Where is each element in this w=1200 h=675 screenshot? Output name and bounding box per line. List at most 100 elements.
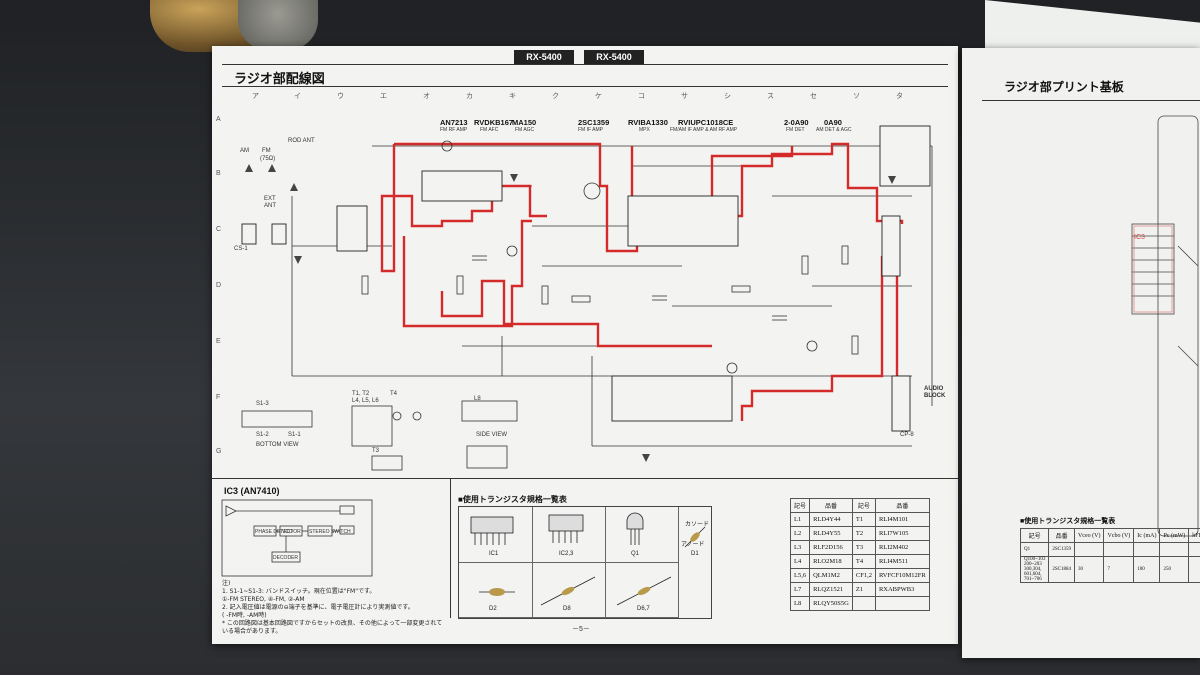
table-cell: RLI2M402 — [874, 540, 930, 555]
grid-col: シ — [724, 93, 731, 100]
table-header: Pc (mW) — [1159, 528, 1190, 543]
table-cell: RLD4Y55 — [809, 526, 853, 541]
outline-label: D6,7 — [637, 606, 650, 612]
table-cell — [1159, 542, 1190, 557]
table-cell: RVFCF10M12FR — [874, 568, 930, 583]
s1-3-label: S1-3 — [256, 401, 269, 407]
table-cell: RLI7W105 — [874, 526, 930, 541]
part-function: FM AFC — [480, 127, 499, 133]
outline-label: D8 — [563, 606, 571, 612]
table-cell: L8 — [789, 596, 811, 611]
table-header-row: 記号 品番 Vceo (V) Vcbo (V) Ic (mA) Pc (mW) … — [1019, 528, 1200, 543]
ic3-block-diagram — [221, 499, 373, 577]
table-cell: Q100~103 200~203 300,304, 601,604, 701~7… — [1019, 556, 1050, 583]
outline-cell — [605, 562, 679, 618]
pcb-title-rule — [982, 100, 1200, 101]
grid-col: キ — [509, 93, 516, 100]
grid-col: ウ — [337, 93, 344, 100]
table-cell: T1 — [851, 512, 876, 527]
ic3-block-label: STEREO SWITCH — [309, 529, 351, 535]
grid-row: A — [216, 116, 221, 123]
table-header: 記号 — [851, 498, 876, 513]
note-line: 1. S1-1~S1-3: バンドスイッチ。現在位置は"FM"です。 — [222, 588, 376, 595]
outline-label: IC2,3 — [559, 551, 574, 557]
outline-label: IC1 — [489, 551, 499, 557]
part-model: MA150 — [512, 118, 537, 127]
table-row: L8 RLQY50S5G — [789, 596, 930, 611]
side-view-label: SIDE VIEW — [476, 432, 508, 438]
part-model: RVDKB167 — [474, 118, 514, 127]
grid-row: D — [216, 282, 222, 289]
table-cell — [1188, 556, 1200, 583]
ic3-block-label: PHASE DETECTOR — [255, 529, 301, 535]
table-cell: QLM1M2 — [809, 568, 853, 583]
note-line: * この回路図は基本回路図ですからセットの改良、その他によって一部変更されている… — [222, 620, 443, 635]
grid-row: B — [216, 170, 221, 177]
table-header-row: 記号 品番 記号 品番 — [789, 498, 930, 513]
grid-col: セ — [810, 93, 817, 100]
coil-part-table: 記号 品番 記号 品番 L1 RLD4Y44 T1 RLI4M101 L2 RL… — [789, 498, 930, 611]
table-cell: RLQZ1521 — [809, 582, 853, 597]
table-header: 記号 — [1019, 528, 1050, 543]
table-cell — [1133, 542, 1161, 557]
cs1-label: CS-1 — [234, 246, 248, 252]
part-model: AN7213 — [440, 118, 468, 127]
grid-row: F — [216, 394, 221, 401]
table-header: 品番 — [1048, 528, 1075, 543]
table-header: Vceo (V) — [1073, 528, 1105, 543]
table-cell: 100 — [1133, 556, 1161, 583]
fm-impedance-label: (75Ω) — [260, 156, 276, 162]
grid-col: カ — [466, 93, 473, 100]
ic3-block-label: VCO — [282, 529, 293, 535]
table-row: L1 RLD4Y44 T1 RLI4M101 — [789, 512, 930, 527]
granite-container — [238, 0, 318, 50]
table-cell: L7 — [789, 582, 811, 597]
part-model: RVIBA1330 — [628, 118, 668, 127]
outline-cell — [532, 507, 606, 563]
cp8-label: CP-8 — [900, 432, 914, 438]
table-cell: L3 — [789, 540, 811, 555]
table-cell: 2SC1359 — [1048, 542, 1075, 557]
table-row: L2 RLD4Y55 T2 RLI7W105 — [789, 526, 930, 541]
model-tab-left: RX-5400 — [514, 50, 574, 64]
component-outlines — [470, 512, 706, 606]
table-cell: 7 — [1103, 556, 1135, 583]
grid-row: G — [216, 448, 222, 455]
grid-col: ケ — [595, 93, 602, 100]
grid-col: サ — [681, 93, 688, 100]
part-function: FM RF AMP — [440, 127, 468, 133]
pcb-table-title: ■使用トランジスタ規格一覧表 — [1020, 518, 1116, 525]
grid-col: ク — [552, 93, 559, 100]
page-number: －5－ — [572, 626, 590, 633]
table-row: L3 RLF2D156 T3 RLI2M402 — [789, 540, 930, 555]
anode-label: アノード — [681, 542, 705, 548]
note-line: 注) — [222, 580, 231, 587]
bottom-view-label: BOTTOM VIEW — [256, 442, 299, 448]
outline-label: D2 — [489, 606, 497, 612]
outline-cell — [459, 507, 533, 563]
pcb-transistor-table: 記号 品番 Vceo (V) Vcbo (V) Ic (mA) Pc (mW) … — [1019, 528, 1200, 583]
part-function: FM/AM IF AMP & AM RF AMP — [670, 127, 738, 133]
table-header: 品番 — [809, 498, 853, 513]
table-cell — [1073, 542, 1105, 557]
model-tab-right: RX-5400 — [584, 50, 644, 64]
pcb-layout-drawing — [1131, 115, 1199, 537]
ext-antenna-label: EXT ANT — [264, 196, 276, 209]
table-cell: T4 — [851, 554, 876, 569]
t4-label: T4 — [390, 391, 398, 397]
grid-row: E — [216, 338, 221, 345]
table-cell: CF1,2 — [851, 568, 876, 583]
table-header: 品番 — [874, 498, 930, 513]
title-rule — [222, 86, 948, 87]
table-header: 記号 — [789, 498, 811, 513]
part-function: MPX — [639, 127, 650, 133]
grid-col: エ — [380, 93, 387, 100]
fm-antenna-label: FM — [262, 148, 271, 154]
table-header: hFE — [1188, 528, 1200, 543]
part-model: RVIUPC1018CE — [678, 118, 734, 127]
s1-2-label: S1-2 — [256, 432, 269, 438]
grid-col: イ — [294, 93, 301, 100]
note-line: ①-FM STEREO, ④-FM, ②-AM — [222, 596, 305, 603]
audio-block-label: AUDIO BLOCK — [924, 386, 946, 399]
outline-label: Q1 — [631, 551, 640, 557]
